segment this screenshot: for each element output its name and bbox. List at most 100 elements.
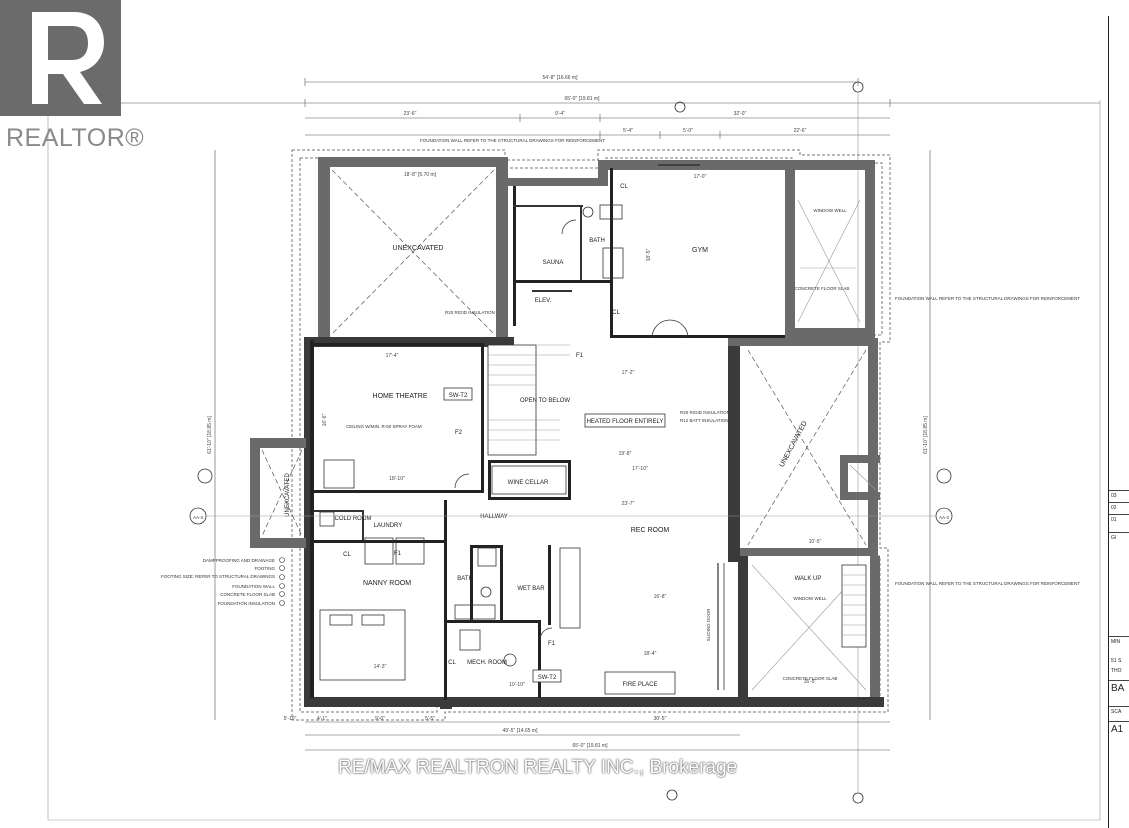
tb-number: A1 [1109, 721, 1129, 738]
stairs [487, 344, 867, 648]
label-rec-room: REC ROOM [631, 527, 670, 534]
label-bath-upper: BATH [589, 238, 605, 244]
dim-walkup-w: 16'-5" [804, 679, 817, 685]
label-home-theatre: HOME THEATRE [373, 393, 428, 400]
dim-rec-l: 16'-8" [654, 594, 667, 600]
tag-f1-mech: F1 [548, 641, 556, 647]
dim-rec-l2: 18'-4" [644, 651, 657, 657]
legend-3: FOOTING SIZE: REFER TO STRUCTURAL DRAWIN… [161, 574, 275, 579]
label-cl-mech: CL [448, 660, 456, 666]
legend-1: DAMPPROOFING AND DRAINAGE [203, 558, 275, 563]
label-wet-bar: WET BAR [517, 586, 545, 592]
label-fire-place: FIRE PLACE [622, 682, 657, 688]
legend-2: FOOTING [255, 566, 276, 571]
label-open-below: OPEN TO BELOW [520, 398, 570, 404]
fixtures [319, 164, 725, 695]
tb-addr-2: THO [1111, 668, 1122, 674]
realtor-wordmark: REALTOR® [6, 124, 145, 152]
dim-bottom-c: 9'-0" [375, 716, 385, 722]
title-block: 03 02 01 GI MIN 51 S THO BA SCA A1 [1108, 16, 1129, 828]
label-cl-upper: CL [620, 184, 628, 190]
dim-top-2: 65'-0" [19.81 m] [565, 96, 601, 102]
tag-f1-stair: F1 [576, 353, 584, 359]
note-foundation-top: FOUNDATION WALL REFER TO THE STRUCTURAL … [420, 138, 605, 143]
tag-section-right: AA-3 [939, 515, 950, 520]
dim-rec-w3: 23'-7" [622, 501, 635, 507]
label-sauna: SAUNA [543, 260, 564, 266]
dim-top-3c: 32'-0" [734, 111, 747, 117]
label-window-well-2: WINDOW WELL [793, 596, 827, 601]
dim-rec-w: 19'-8" [619, 451, 632, 457]
dim-top-1: 54'-8" [16.66 m] [543, 75, 579, 81]
label-bath-lower: BATH [457, 576, 473, 582]
realtor-logo: REALTOR® [0, 0, 144, 160]
section-marker-right-2 [936, 468, 952, 484]
dim-bottom-2: 65'-0" [19.81 m] [573, 743, 609, 749]
dim-theatre-h: 18'-10" [389, 476, 405, 482]
label-cold-room: COLD ROOM [334, 516, 371, 522]
tb-sheet: BA [1109, 680, 1129, 697]
dim-bottom-a: 5'-10" [284, 716, 297, 722]
tb-addr-1: 51 S [1111, 658, 1122, 664]
tb-min: MIN [1109, 636, 1129, 647]
label-window-well-1: WINDOW WELL [813, 208, 847, 213]
legend: DAMPPROOFING AND DRAINAGE FOOTING FOOTIN… [161, 557, 285, 606]
section-marker-left-2 [197, 468, 213, 484]
label-cl-gym: CL [612, 310, 620, 316]
grid-bubbles [666, 81, 864, 804]
note-insulation-2: R12 BATT INSULATION [680, 418, 729, 423]
dim-bottom-e: 5'-5" [425, 716, 435, 722]
label-nanny-room: NANNY ROOM [363, 580, 411, 587]
label-concrete-slab-2: CONCRETE FLOOR SLAB [783, 676, 838, 681]
note-foundation-right-2: FOUNDATION WALL REFER TO THE STRUCTURAL … [895, 581, 1080, 586]
dim-left-1: 61'-10" [18.85 m] [207, 416, 213, 454]
dim-theatre-w: 17'-4" [386, 353, 399, 359]
tb-rev-2: 02 [1109, 502, 1129, 513]
tb-gi: GI [1109, 532, 1129, 543]
label-gym: GYM [692, 247, 708, 254]
dim-bottom-b: 4'-1" [317, 716, 327, 722]
tag-box-sw-t2-a [443, 387, 473, 401]
dim-top-4a: 5'-4" [623, 128, 633, 134]
dim-theatre-l: 16'-6" [322, 413, 328, 426]
note-insulation-1: R20 RIGID INSULATION [445, 310, 495, 315]
tag-f1-laundry: F1 [394, 551, 402, 557]
label-heated-floor: HEATED FLOOR ENTIRELY [587, 419, 664, 425]
legend-5: CONCRETE FLOOR SLAB [220, 592, 275, 597]
label-cl-laundry: CL [343, 552, 351, 558]
dim-gym-l: 18'-5" [646, 248, 652, 261]
dim-bottom-d: 30'-5" [654, 716, 667, 722]
tag-box-sw-t2-b [532, 669, 562, 683]
dim-top-4c: 22'-6" [794, 128, 807, 134]
note-insulation-3: R20 RIGID INSULATION [680, 410, 730, 415]
dim-nanny-w: 14'-3" [374, 664, 387, 670]
interior-walls [310, 168, 785, 700]
tag-f2: F2 [455, 430, 463, 436]
dim-rec-w2: 17'-10" [632, 466, 648, 472]
note-ceiling: CEILING W/MIN. R-60 SPRAY FOAM [346, 424, 422, 429]
realtor-r-icon [0, 0, 121, 116]
dimension-lines-top [47, 78, 1101, 821]
label-walk-up: WALK UP [795, 576, 822, 582]
label-laundry: LAUNDRY [374, 523, 403, 529]
heated-floor-box [584, 413, 666, 428]
legend-6: FOUNDATION INSULATION [218, 601, 275, 606]
brokerage-watermark: RE/MAX REALTRON REALTY INC., Brokerage [338, 757, 738, 778]
label-elev: ELEV. [535, 298, 552, 304]
label-concrete-slab-1: CONCRETE FLOOR SLAB [795, 286, 850, 291]
label-sliding-door: SLIDING DOOR [706, 608, 711, 642]
label-wine-cellar: WINE CELLAR [508, 480, 549, 486]
tb-rev-3: 03 [1109, 490, 1129, 501]
dim-mech-w: 10'-10" [509, 682, 525, 688]
tag-sw-t2-a: SW-T2 [449, 393, 468, 399]
label-unexcavated-right: UNEXCAVATED [779, 420, 809, 468]
tag-sw-t2-b: SW-T2 [538, 675, 557, 681]
foundation-walls [250, 157, 884, 709]
tb-scale: SCA [1109, 706, 1129, 717]
label-unexcavated-left: UNEXCAVATED [285, 473, 291, 517]
unexcavated-diagonals [261, 169, 877, 691]
dim-top-3a: 23'-6" [404, 111, 417, 117]
dim-right-1: 61'-10" [18.85 m] [923, 416, 929, 454]
dim-bottom-1: 49'-5" [14.65 m] [503, 728, 539, 734]
